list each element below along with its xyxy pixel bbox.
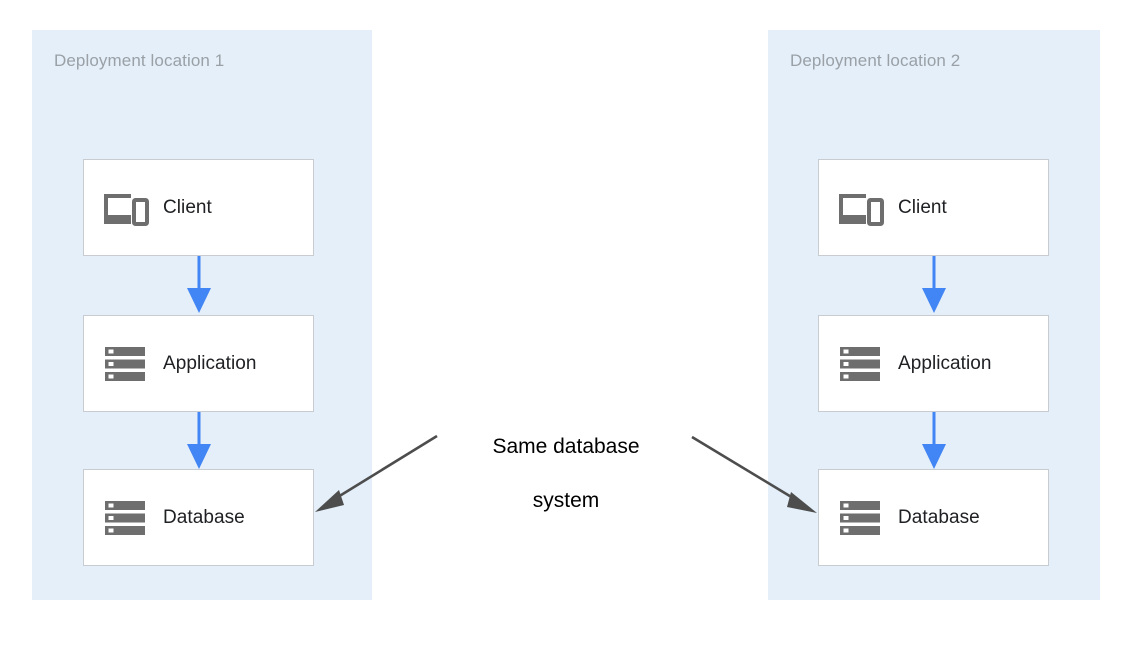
node-client-1-label: Client: [163, 196, 212, 218]
devices-icon: [836, 188, 884, 228]
node-application-1[interactable]: Application: [83, 315, 314, 412]
node-database-1-label: Database: [163, 506, 245, 528]
node-application-2[interactable]: Application: [818, 315, 1049, 412]
node-client-1[interactable]: Client: [83, 159, 314, 256]
node-client-2-label: Client: [898, 196, 947, 218]
devices-icon: [101, 188, 149, 228]
node-database-1[interactable]: Database: [83, 469, 314, 566]
zone-1-label: Deployment location 1: [54, 51, 225, 70]
node-database-2[interactable]: Database: [818, 469, 1049, 566]
node-database-2-label: Database: [898, 506, 980, 528]
annotation-same-database-system: Same database system: [432, 406, 700, 541]
annotation-line-2: system: [532, 489, 600, 512]
zone-2-label: Deployment location 2: [790, 51, 961, 70]
server-icon: [836, 498, 884, 538]
node-application-1-label: Application: [163, 352, 257, 374]
server-icon: [836, 344, 884, 384]
node-client-2[interactable]: Client: [818, 159, 1049, 256]
server-icon: [101, 344, 149, 384]
node-application-2-label: Application: [898, 352, 992, 374]
server-icon: [101, 498, 149, 538]
annotation-line-1: Same database: [492, 435, 640, 458]
